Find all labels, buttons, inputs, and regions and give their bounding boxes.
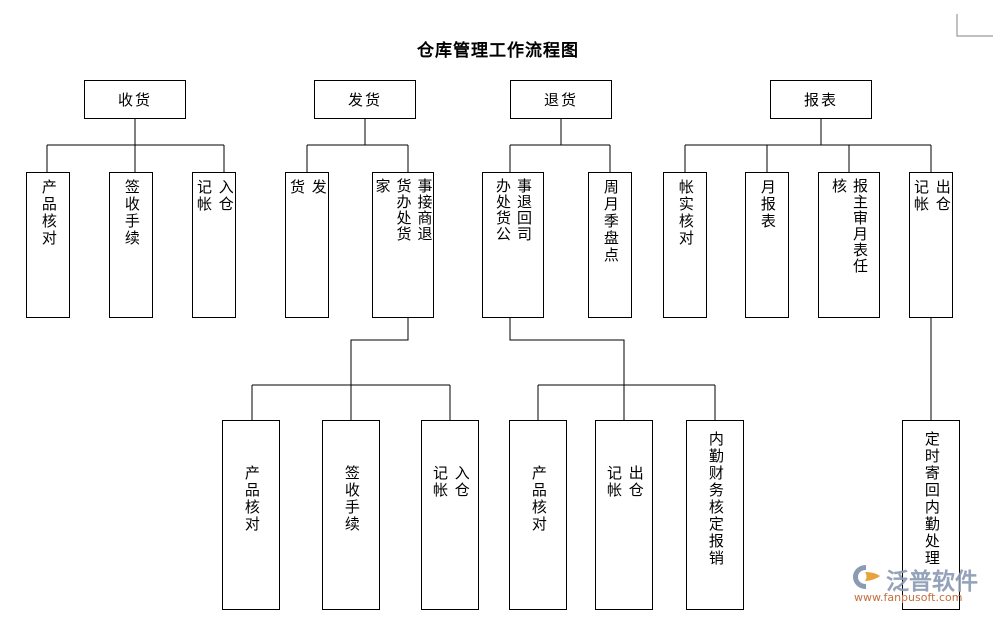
node-chanpinhedui-tuihuo[interactable]: 产品核对 bbox=[509, 420, 567, 610]
page-corner-mark bbox=[956, 14, 993, 37]
node-banshichu-jieshou-shangjia-tuihuo[interactable]: 事接商退货办处货家 bbox=[372, 172, 434, 318]
node-label: 周月季盘点 bbox=[601, 179, 620, 264]
node-label: 出仓 记帐 bbox=[912, 179, 952, 213]
node-yuebaobiao[interactable]: 月报表 bbox=[745, 172, 789, 318]
node-baobiao[interactable]: 报表 bbox=[770, 80, 872, 119]
node-zhouyuejipandian[interactable]: 周月季盘点 bbox=[588, 172, 632, 318]
edge-tuihuogs-jog bbox=[509, 317, 625, 385]
node-qianshoushouxu-jiehuo[interactable]: 签收手续 bbox=[322, 420, 380, 610]
page-title: 仓库管理工作流程图 bbox=[417, 41, 579, 61]
edge-jiehuo-jog bbox=[350, 317, 409, 385]
node-rucangjizhang-shouhuo[interactable]: 入仓 记帐 bbox=[192, 172, 236, 318]
node-label: 事接商退货办处货家 bbox=[373, 178, 434, 242]
node-label: 内勤财务核定报销 bbox=[706, 431, 725, 567]
node-label: 发 货 bbox=[288, 179, 328, 196]
node-label: 出仓 记帐 bbox=[605, 465, 645, 499]
node-chanpinhedui-shouhuo[interactable]: 产品核对 bbox=[26, 172, 70, 318]
node-label: 收货 bbox=[117, 90, 152, 109]
node-qianshoushouxu-shouhuo[interactable]: 签收手续 bbox=[109, 172, 153, 318]
node-label: 月报表 bbox=[758, 179, 777, 230]
node-label: 签收手续 bbox=[342, 465, 361, 533]
node-tuihuo[interactable]: 退货 bbox=[510, 80, 612, 119]
node-shouhuo[interactable]: 收货 bbox=[84, 80, 186, 119]
node-chucangjizhang-baobiao[interactable]: 出仓 记帐 bbox=[909, 172, 953, 318]
node-label: 定时寄回内勤处理 bbox=[922, 431, 941, 567]
node-label: 产品核对 bbox=[39, 179, 58, 247]
node-label: 产品核对 bbox=[242, 465, 261, 533]
node-yuebaobiao-zhuren-shenhe[interactable]: 报主审月表任核 bbox=[818, 172, 880, 318]
node-banshichu-tuihuo-huigongsi[interactable]: 事退回司办处货公 bbox=[482, 172, 544, 318]
node-dingshi-jihui-neiqin-chuli[interactable]: 定时寄回内勤处理 bbox=[902, 420, 960, 610]
node-label: 事退回司办处货公 bbox=[494, 178, 533, 242]
node-fahuo-child[interactable]: 发 货 bbox=[285, 172, 329, 318]
node-neiqin-caiwu-heding-baoxiao[interactable]: 内勤财务核定报销 bbox=[686, 420, 744, 610]
node-label: 退货 bbox=[543, 90, 578, 109]
node-rucangjizhang-jiehuo[interactable]: 入仓 记帐 bbox=[421, 420, 479, 610]
node-chucangjizhang-tuihuo[interactable]: 出仓 记帐 bbox=[595, 420, 653, 610]
node-zhangshihedui[interactable]: 帐实核对 bbox=[663, 172, 707, 318]
node-label: 报主审月表任核 bbox=[830, 178, 869, 274]
node-label: 发货 bbox=[347, 90, 382, 109]
node-label: 入仓 记帐 bbox=[431, 465, 471, 499]
node-chanpinhedui-jiehuo[interactable]: 产品核对 bbox=[222, 420, 280, 610]
node-label: 报表 bbox=[803, 90, 838, 109]
node-label: 入仓 记帐 bbox=[195, 179, 235, 213]
node-label: 产品核对 bbox=[529, 465, 548, 533]
node-label: 签收手续 bbox=[122, 179, 141, 247]
node-label: 帐实核对 bbox=[676, 179, 695, 247]
node-fahuo[interactable]: 发货 bbox=[314, 80, 416, 119]
